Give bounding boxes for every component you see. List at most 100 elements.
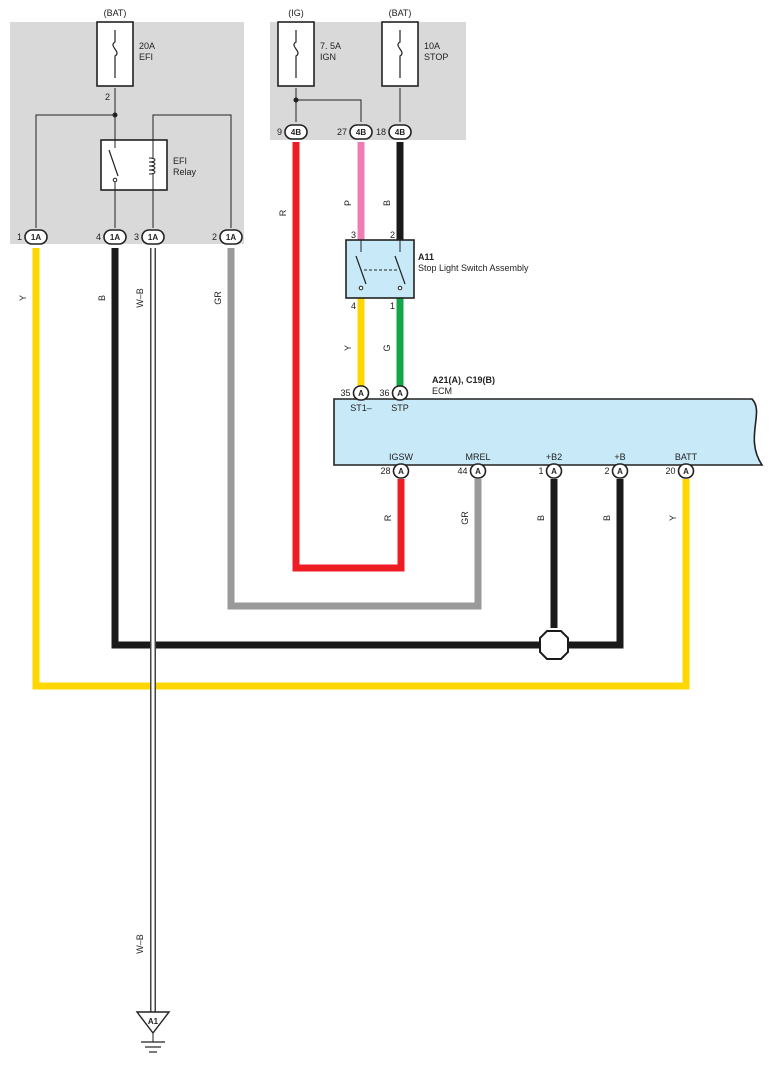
switch-name: Stop Light Switch Assembly — [418, 263, 529, 273]
wire-gr-mrel — [227, 248, 482, 610]
ecm-box — [333, 398, 764, 466]
fuse-efi-name: EFI — [139, 52, 153, 62]
switch-code: A11 — [418, 252, 434, 262]
connector-4B-pin-18: 4B 18 — [376, 124, 412, 140]
ecm-terminal-plusb: +B — [614, 452, 625, 462]
fuse-stop — [381, 21, 419, 87]
fuse-ign-name: IGN — [320, 52, 336, 62]
connector-tag: A — [358, 389, 364, 398]
relay-label-2: Relay — [173, 167, 197, 177]
wire-color-label: B — [97, 295, 107, 301]
ecm-terminal-stp: STP — [391, 403, 409, 413]
ecm-name: ECM — [432, 386, 452, 396]
wire-color-label: GR — [460, 511, 470, 525]
wire-color-label: R — [278, 209, 288, 216]
connector-tag: A — [475, 467, 481, 476]
connector-4B-pin-27: 4B 27 — [337, 124, 373, 140]
ecm-terminal-plusb2: +B2 — [546, 452, 562, 462]
connector-tag: A — [683, 467, 689, 476]
ground-label: A1 — [148, 1017, 159, 1026]
connector-pin-number: 1 — [17, 232, 22, 242]
connector-pin-number: 27 — [337, 127, 347, 137]
fuse-efi-rating: 20A — [139, 41, 155, 51]
ecm-terminal-mrel: MREL — [465, 452, 490, 462]
connector-A-pin-44: A 44 — [457, 463, 487, 479]
switch-pin-1: 1 — [390, 301, 395, 311]
wire-color-label: G — [382, 344, 392, 351]
connector-A-pin-36: A 36 — [379, 385, 409, 401]
wire-b-plusb — [568, 479, 624, 649]
wire-color-label: Y — [343, 345, 353, 351]
connector-1A-pin-3: 1A 3 — [134, 229, 165, 245]
fuse-stop-rating: 10A — [424, 41, 440, 51]
connector-pin-number: 9 — [277, 127, 282, 137]
fuse-efi-source: (BAT) — [104, 8, 127, 18]
connector-pin-number: 35 — [340, 388, 350, 398]
connector-tag: A — [617, 467, 623, 476]
connector-1A-pin-1: 1A 1 — [17, 229, 48, 245]
ecm-code: A21(A), C19(B) — [432, 375, 495, 385]
ecm-terminal-batt: BATT — [675, 452, 698, 462]
wire-color-label: B — [382, 200, 392, 206]
wire-color-label: B — [536, 515, 546, 521]
wire-color-label: Y — [668, 515, 678, 521]
connector-pin-number: 3 — [134, 232, 139, 242]
fuse-stop-source: (BAT) — [389, 8, 412, 18]
connector-pin-number: 18 — [376, 127, 386, 137]
connector-pin-number: 4 — [96, 232, 101, 242]
stop-light-switch — [345, 239, 415, 299]
relay-label-1: EFI — [173, 156, 187, 166]
switch-pin-2: 2 — [390, 230, 395, 240]
connector-1A-pin-4: 1A 4 — [96, 229, 127, 245]
connector-tag: 4B — [291, 128, 301, 137]
connector-A-pin-35: A 35 — [340, 385, 370, 401]
connector-pin-number: 44 — [457, 466, 467, 476]
connector-4B-pin-9: 4B 9 — [277, 124, 308, 140]
connector-tag: 1A — [110, 233, 120, 242]
fuse-efi — [96, 21, 134, 87]
switch-pin-4: 4 — [351, 301, 356, 311]
connector-A-pin-28: A 28 — [380, 463, 410, 479]
wire-color-label: W–B — [135, 934, 145, 954]
fuse-ign-rating: 7. 5A — [320, 41, 341, 51]
fuse-ign — [277, 21, 315, 87]
connector-pin-number: 2 — [212, 232, 217, 242]
fuse-ign-source: (IG) — [288, 8, 304, 18]
switch-pin-3: 3 — [351, 230, 356, 240]
connector-pin-number: 28 — [380, 466, 390, 476]
connector-pin-number: 36 — [379, 388, 389, 398]
wire-color-label: B — [602, 515, 612, 521]
connector-tag: 4B — [356, 128, 366, 137]
connector-tag: 1A — [148, 233, 158, 242]
connector-pin-number: 20 — [665, 466, 675, 476]
connector-1A-pin-2: 1A 2 — [212, 229, 243, 245]
efi-relay — [100, 139, 168, 191]
wire-color-label: GR — [213, 291, 223, 305]
ecm-terminal-igsw: IGSW — [389, 452, 414, 462]
wire-r-igsw — [292, 142, 405, 572]
connector-tag: 1A — [226, 233, 236, 242]
wire-color-label: W–B — [135, 288, 145, 308]
connector-tag: A — [398, 467, 404, 476]
wire-color-label: Y — [18, 295, 28, 301]
wire-color-label: R — [383, 514, 393, 521]
connector-A-pin-20: A 20 — [665, 463, 695, 479]
connector-tag: 1A — [31, 233, 41, 242]
fuse-stop-name: STOP — [424, 52, 448, 62]
connector-pin-number: 1 — [538, 466, 543, 476]
splice-point — [539, 630, 569, 660]
connector-A-pin-2: A2 — [604, 463, 629, 479]
ground-symbol — [135, 1011, 171, 1053]
relay-pin-label: 2 — [105, 92, 110, 102]
wire-color-label: P — [343, 200, 353, 206]
connector-pin-number: 2 — [604, 466, 609, 476]
connector-tag: A — [397, 389, 403, 398]
connector-tag: 4B — [395, 128, 405, 137]
ecm-terminal-st1: ST1– — [350, 403, 372, 413]
wire-y-batt — [32, 248, 690, 690]
connector-A-pin-1: A1 — [538, 463, 563, 479]
connector-tag: A — [551, 467, 557, 476]
wire-b-main — [111, 248, 540, 649]
